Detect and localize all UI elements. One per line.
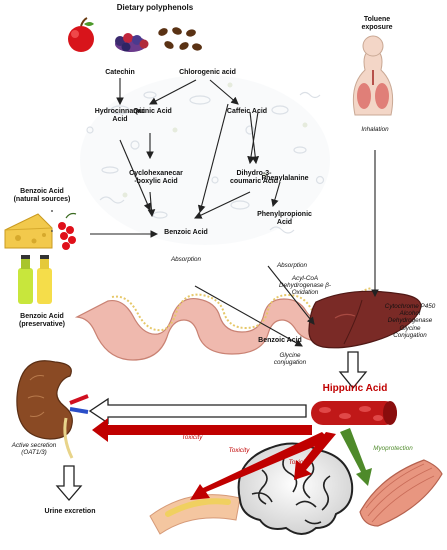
label-absorption-right: Absorption xyxy=(276,262,308,269)
arrow-caffeic-dihydro xyxy=(249,111,260,165)
label-toxicity-kidney: Toxicity xyxy=(181,434,203,441)
label-phenylalanine: Phenylalanine xyxy=(261,175,309,182)
label-benzoic-acid-preservative: Benzoic Acid (preservative) xyxy=(19,313,65,329)
toxicity-arrows xyxy=(92,418,336,500)
label-cyclohexanecarboxylic-acid: Cyclohexanecar -boxylic Acid xyxy=(129,170,183,186)
artery-plaque-icon xyxy=(149,494,241,535)
label-glycine-conjugation: Glycine conjugation xyxy=(273,352,307,367)
label-phenylpropionic-acid: Phenylpropionic Acid xyxy=(257,211,312,227)
label-myoprotection: Myoprotection xyxy=(373,445,413,452)
toxicity-arrow-kidney xyxy=(92,418,312,442)
label-hydrocinnamic-acid: Hydrocinnamic Acid xyxy=(94,108,146,124)
arrow-hydrocinnamic-benzoic xyxy=(119,139,151,212)
myoprotection-arrow xyxy=(340,428,372,486)
label-absorption-gut: Absorption xyxy=(170,256,202,263)
label-caffeic-acid: Caffeic Acid xyxy=(226,108,268,115)
lungs-torso-icon xyxy=(352,35,394,116)
toxicity-arrow-vessel xyxy=(190,432,330,500)
cheese-icon xyxy=(4,213,53,249)
liver-icon xyxy=(308,290,422,349)
kidney-icon xyxy=(16,360,89,459)
label-toluene-exposure: Toluene exposure xyxy=(361,16,393,32)
arrow-caffeic-dihydro-2 xyxy=(247,111,259,165)
arrow-vessel-kidney xyxy=(88,397,307,425)
arrow-liver-hippuric xyxy=(338,351,368,390)
label-enzymes-right: Cytochrome P450 Alcohol Dehydrogenase Gl… xyxy=(384,303,436,339)
hollow-arrows xyxy=(55,351,368,501)
arrow-gut-benzoic xyxy=(194,285,303,347)
label-hippuric-acid: Hippuric Acid xyxy=(322,383,388,394)
arrow-phenylalanine-phenylpropionic xyxy=(271,181,281,208)
label-benzoic-acid-center: Benzoic Acid xyxy=(164,229,208,236)
currants-icon xyxy=(58,212,77,250)
muscle-icon xyxy=(359,459,443,527)
apple-icon xyxy=(68,17,94,52)
pathway-arrows xyxy=(51,78,379,347)
blood-vessel-icon xyxy=(311,401,397,425)
label-toxicity-vessel: Toxicity xyxy=(228,447,250,454)
label-quinic-acid: Quinic Acid xyxy=(133,108,172,115)
brain-icon xyxy=(237,442,354,535)
arrow-cyclohexane-benzoic xyxy=(147,191,156,218)
toxicity-arrow-brain xyxy=(294,432,336,480)
label-enzymes-left: Acyl-CoA Dehydrogenase β- Oxidation xyxy=(279,275,331,297)
arrow-chlorogenic-caffeic xyxy=(209,79,239,105)
label-urine-excretion: Urine excretion xyxy=(44,508,96,515)
label-inhalation: Inhalation xyxy=(361,126,389,133)
coffee-beans-icon xyxy=(158,27,202,51)
label-active-secretion: Active secretion (OAT1/3) xyxy=(11,442,57,457)
label-benzoic-acid-natural: Benzoic Acid (natural sources) xyxy=(13,188,71,204)
label-catechin: Catechin xyxy=(105,69,135,76)
drink-bottles-icon xyxy=(18,255,52,304)
label-toxicity-brain: Toxicity xyxy=(288,459,310,466)
label-dietary-polyphenols: Dietary polyphenols xyxy=(116,3,194,12)
label-benzoic-acid-lower: Benzoic Acid xyxy=(258,337,302,344)
label-dihydro-coumaric-acid: Dihydro-3- coumaric Acid xyxy=(230,170,278,186)
berries-icon xyxy=(115,33,149,52)
arrow-kidney-urine xyxy=(55,465,83,501)
arrow-dihydro-benzoic xyxy=(194,191,251,219)
arrow-phenylpropionic-liver xyxy=(267,265,315,325)
arrow-chlorogenic-quinic xyxy=(149,79,197,105)
myoprotection-arrow-muscle xyxy=(340,428,372,486)
label-chlorogenic-acid: Chlorogenic acid xyxy=(179,69,236,76)
arrow-caffeic-benzoic xyxy=(197,103,229,214)
